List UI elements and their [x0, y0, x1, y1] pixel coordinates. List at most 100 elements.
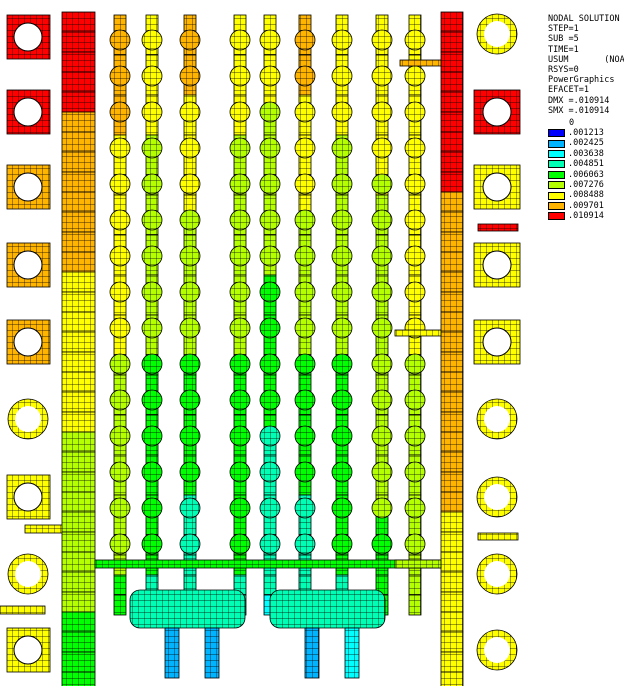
- bead-mesh: [404, 209, 426, 231]
- right-bus-mesh: [440, 51, 464, 73]
- right-bus-mesh: [440, 31, 464, 53]
- right-bus-mesh: [440, 511, 464, 533]
- bead-mesh: [141, 389, 163, 411]
- bead-mesh: [141, 533, 163, 555]
- bead-mesh: [259, 65, 281, 87]
- pad-hole: [15, 406, 41, 432]
- right-bus-mesh: [440, 191, 464, 213]
- right-bus-mesh: [440, 631, 464, 653]
- bead-mesh: [404, 461, 426, 483]
- bead-mesh: [259, 461, 281, 483]
- link-mesh: [394, 329, 442, 337]
- right-bus-mesh: [440, 91, 464, 113]
- legend-level: .006063: [568, 169, 604, 180]
- pad-hole: [482, 97, 512, 127]
- bead-mesh: [259, 29, 281, 51]
- bead-mesh: [294, 461, 316, 483]
- bead-mesh: [109, 29, 131, 51]
- right-bus-mesh: [440, 111, 464, 133]
- bead-mesh: [259, 101, 281, 123]
- pad-hole: [13, 482, 43, 512]
- left-bus-mesh: [61, 531, 96, 553]
- legend-level: .010914: [568, 211, 604, 222]
- legend-key: .009701: [548, 201, 624, 211]
- bead-mesh: [371, 101, 393, 123]
- bead-mesh: [259, 173, 281, 195]
- bead-mesh: [259, 245, 281, 267]
- bead-mesh: [404, 353, 426, 375]
- legend-level: .008488: [568, 190, 604, 201]
- bead-mesh: [259, 389, 281, 411]
- bead-mesh: [294, 533, 316, 555]
- legend-line: SUB =5: [548, 34, 579, 45]
- left-bus-mesh: [61, 111, 96, 133]
- bead-mesh: [229, 281, 251, 303]
- right-bus-mesh: [440, 291, 464, 313]
- bead-mesh: [229, 245, 251, 267]
- left-bus-mesh: [61, 211, 96, 233]
- bead-mesh: [404, 173, 426, 195]
- manifold-mesh: [269, 589, 386, 629]
- legend-swatch: [548, 170, 565, 179]
- right-bus-mesh: [440, 611, 464, 633]
- legend-line: SMX =.010914: [548, 105, 610, 116]
- link-mesh: [94, 559, 441, 569]
- legend-swatch: [548, 191, 565, 200]
- legend-swatch: [548, 201, 565, 210]
- legend-swatch: [548, 150, 565, 159]
- lead-mesh: [0, 605, 46, 615]
- right-bus-mesh: [440, 571, 464, 593]
- pad-hole: [484, 637, 510, 663]
- bead-mesh: [179, 389, 201, 411]
- bead-mesh: [371, 173, 393, 195]
- tube-mesh: [113, 594, 127, 616]
- bead-mesh: [331, 425, 353, 447]
- pad-hole: [15, 561, 41, 587]
- bead-mesh: [229, 389, 251, 411]
- right-bus-mesh: [440, 131, 464, 153]
- bead-mesh: [331, 281, 353, 303]
- bead-mesh: [259, 137, 281, 159]
- bead-mesh: [331, 29, 353, 51]
- pad-hole: [484, 484, 510, 510]
- bead-mesh: [331, 317, 353, 339]
- bead-mesh: [179, 533, 201, 555]
- bead-mesh: [371, 65, 393, 87]
- bead-mesh: [371, 317, 393, 339]
- right-bus-mesh: [440, 551, 464, 573]
- left-bus-mesh: [61, 291, 96, 313]
- left-bus-mesh: [61, 391, 96, 413]
- right-bus-mesh: [440, 591, 464, 613]
- bead-mesh: [371, 29, 393, 51]
- right-bus-mesh: [440, 471, 464, 493]
- bead-mesh: [229, 533, 251, 555]
- left-bus-mesh: [61, 171, 96, 193]
- pad-hole: [482, 172, 512, 202]
- bead-mesh: [371, 245, 393, 267]
- legend-key: .001213: [548, 128, 624, 138]
- bead-mesh: [294, 497, 316, 519]
- bead-mesh: [179, 209, 201, 231]
- right-bus-mesh: [440, 491, 464, 513]
- bead-mesh: [259, 425, 281, 447]
- bead-mesh: [141, 281, 163, 303]
- stem-mesh: [344, 627, 360, 679]
- legend-swatch: [548, 160, 565, 169]
- legend-line: STEP=1: [548, 24, 579, 35]
- bead-mesh: [294, 353, 316, 375]
- right-bus-mesh: [440, 171, 464, 193]
- legend-level: .007276: [568, 180, 604, 191]
- bead-mesh: [229, 425, 251, 447]
- right-bus-mesh: [440, 151, 464, 173]
- left-bus-mesh: [61, 491, 96, 513]
- bead-mesh: [259, 497, 281, 519]
- bead-mesh: [109, 425, 131, 447]
- lead-mesh: [477, 532, 519, 541]
- bead-mesh: [371, 425, 393, 447]
- pad-hole: [484, 561, 510, 587]
- link-mesh: [394, 559, 442, 569]
- bead-mesh: [179, 353, 201, 375]
- stem-mesh: [204, 627, 220, 679]
- bead-mesh: [179, 461, 201, 483]
- tube-mesh: [408, 594, 422, 616]
